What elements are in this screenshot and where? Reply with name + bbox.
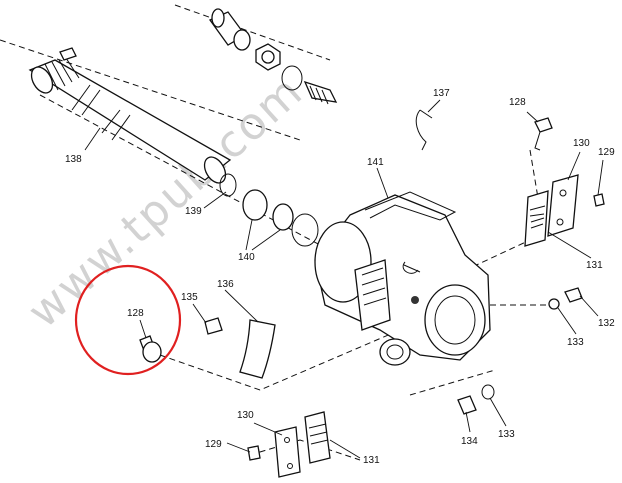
- clip-137: [415, 109, 433, 151]
- callout-138: 138: [65, 154, 82, 165]
- callout-130-right: 130: [573, 138, 590, 149]
- callout-131-right: 131: [586, 260, 603, 271]
- plates-right: [524, 117, 605, 247]
- callout-labels: 137 128 130 129 141 138 139 140 131 136 …: [65, 88, 615, 466]
- callout-133-right: 133: [567, 337, 584, 348]
- callout-133-bottom: 133: [498, 429, 515, 440]
- callout-135: 135: [181, 292, 198, 303]
- bolts-right: [548, 287, 583, 310]
- bolts-bottom: [457, 384, 495, 415]
- callout-130-bottom: 130: [237, 410, 254, 421]
- plates-bottom: [247, 411, 331, 478]
- callout-141: 141: [367, 157, 384, 168]
- cover-136: [204, 317, 276, 379]
- rings-139-140: [219, 173, 319, 247]
- shaft-138: [28, 47, 232, 184]
- callout-129-right: 129: [598, 147, 615, 158]
- highlight-circle: [74, 264, 182, 376]
- leader-lines: [84, 99, 604, 459]
- valve-parts-top: [209, 8, 338, 105]
- callout-136: 136: [217, 279, 234, 290]
- assembly-guide-lines: [0, 4, 560, 461]
- callout-137: 137: [433, 88, 450, 99]
- plug-128: [139, 335, 162, 363]
- callout-129-bottom: 129: [205, 439, 222, 450]
- callout-128-top: 128: [509, 97, 526, 108]
- callout-139: 139: [185, 206, 202, 217]
- callout-132: 132: [598, 318, 615, 329]
- watermark: www.tpub.com: [18, 65, 313, 338]
- callout-131-bottom: 131: [363, 455, 380, 466]
- callout-140: 140: [238, 252, 255, 263]
- callout-128: 128: [127, 308, 144, 319]
- callout-134: 134: [461, 436, 478, 447]
- housing-141: [314, 191, 491, 366]
